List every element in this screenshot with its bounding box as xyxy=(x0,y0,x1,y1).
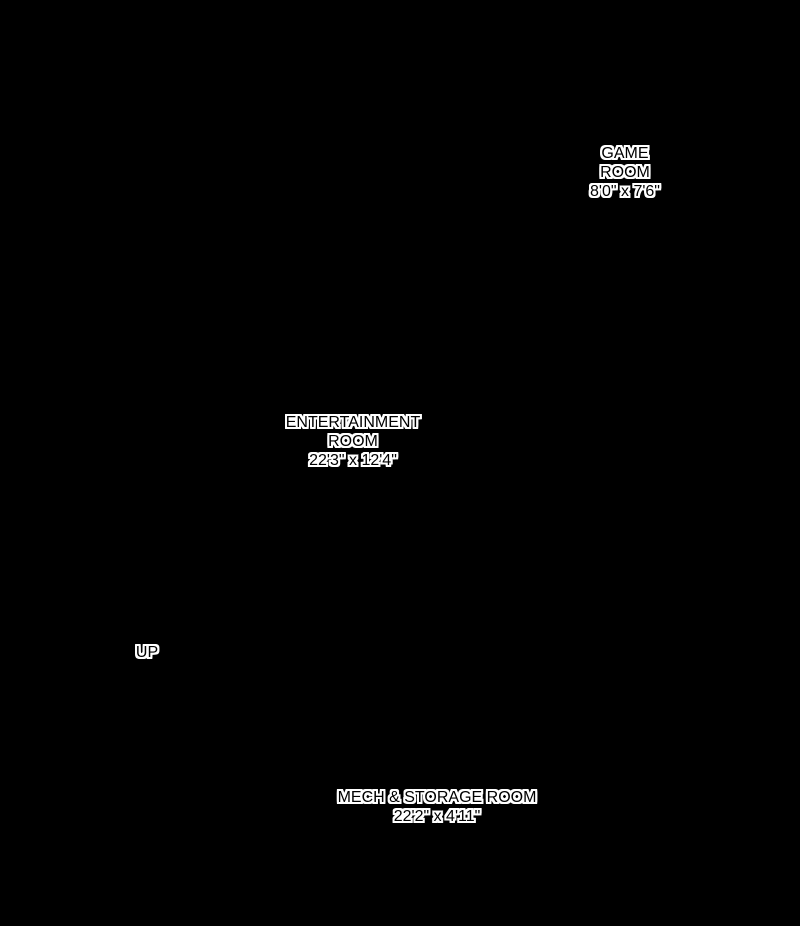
room-dimensions: 8'0" x 7'6" xyxy=(590,183,660,200)
room-name: GAME xyxy=(601,145,649,162)
room-dimensions: 22'3" x 12'4" xyxy=(309,452,397,469)
game-room-label: GAME ROOM 8'0" x 7'6" xyxy=(590,144,660,201)
room-name: ROOM xyxy=(600,164,650,181)
room-dimensions: 22'2" x 4'11" xyxy=(393,808,481,825)
stairs-up-label: UP xyxy=(136,643,158,662)
mech-storage-room-label: MECH & STORAGE ROOM 22'2" x 4'11" xyxy=(338,788,537,826)
room-name: MECH & STORAGE ROOM xyxy=(337,789,537,806)
room-name: ENTERTAINMENT xyxy=(285,414,421,431)
stairs-direction-text: UP xyxy=(135,644,159,661)
entertainment-room-label: ENTERTAINMENT ROOM 22'3" x 12'4" xyxy=(286,413,421,470)
room-name: ROOM xyxy=(328,433,378,450)
